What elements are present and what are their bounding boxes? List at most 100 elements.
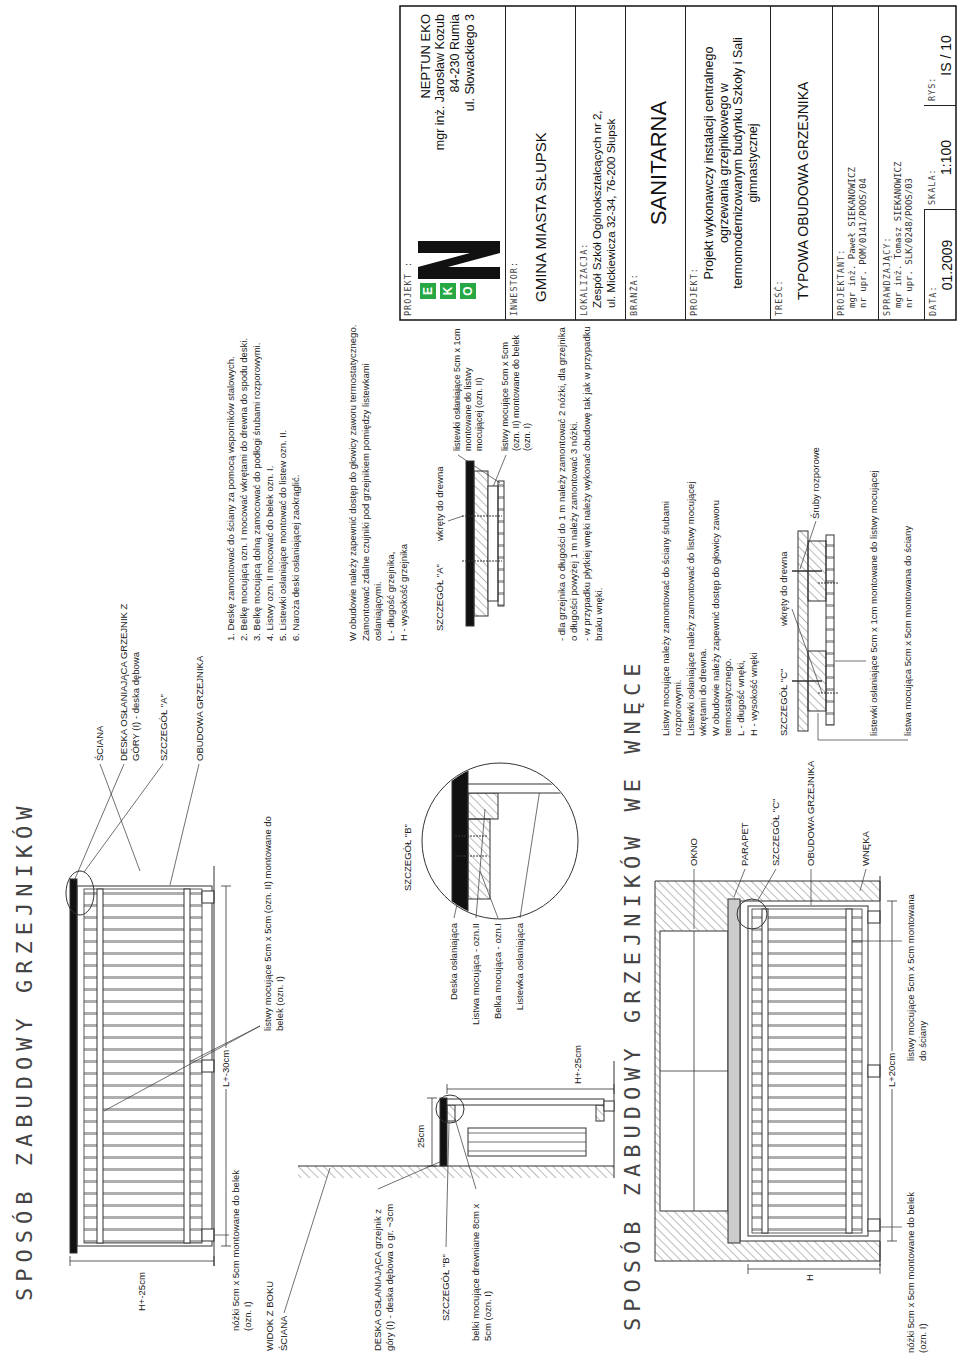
field-caption: RYS:: [924, 6, 938, 105]
front-view-radiator-part: [202, 1060, 214, 1072]
front-view-radiator-part: [202, 891, 214, 903]
title-block-cell: DATA:01.2009: [924, 210, 956, 320]
field-value: mgr inż. Paweł SIEKANOWICZ: [847, 6, 858, 308]
field-value: mgr inż. Tomasz SIEKANOWICZ: [893, 6, 904, 308]
logo-letter: O: [460, 283, 476, 299]
niche-front-view-part: [762, 909, 768, 1233]
front-view-radiator-part: [70, 879, 77, 1253]
detail-a-part: [498, 481, 504, 606]
dimension-lines: [70, 886, 897, 1274]
title-block-cell: BRANŻA: SANITARNA: [625, 6, 685, 320]
detail-a-part: [466, 461, 474, 626]
niche-front-view-part: [752, 909, 862, 1233]
note: - w przypadku płytkiej wnęki należy wyko…: [581, 323, 605, 641]
niche-front-view-part: [846, 909, 852, 1233]
niche-front-view-part: [737, 899, 767, 929]
detail-b-part-part: [468, 784, 588, 793]
niche-front-view-part: [868, 1219, 880, 1231]
note-block: W obudowie należy zapewnić dostęp do gło…: [347, 323, 411, 641]
side-view-part: [447, 1099, 604, 1105]
title-block-cell: PROJEKTANT:mgr inż. Paweł SIEKANOWICZnr …: [832, 6, 878, 320]
detail-b-part-part: [468, 819, 490, 899]
note: 6. Naroża deski osłaniającej zaokrąglić.: [290, 323, 302, 641]
annotation: listewki osłaniające 5cm x 1cm montowane…: [452, 326, 485, 451]
field-caption: SPRAWDZAJĄCY:: [879, 6, 893, 320]
note: 4. Listwy ozn. II mocować do belek ozn. …: [264, 323, 276, 641]
annotation: listwy mocujące 5cm x 5cm montowana do ś…: [905, 881, 929, 1061]
title-block-cell: LOKALIZACJA:Zespół Szkół Ogólnokształcąc…: [575, 6, 625, 320]
logo-letter: K: [440, 283, 456, 299]
leader-lines: [74, 455, 908, 1313]
front-view-radiator-part: [66, 871, 94, 915]
annotation: WNĘKA: [860, 831, 872, 866]
note: Zamontować zdalne czujniki pod grzejniki…: [360, 323, 384, 641]
annotation: Belka mocująca - ozn.I: [492, 923, 504, 1061]
niche-front-view-part: [660, 931, 728, 1211]
title-block-cell: TREŚĆ: TYPOWA OBUDOWA GRZEJNIKA: [770, 6, 832, 320]
side-view-part: [436, 1095, 464, 1123]
note: Listwy mocujące należy zamontować do ści…: [660, 456, 684, 736]
annotation: listwa mocująca 5cm x 5cm montowana do ś…: [902, 466, 914, 736]
detail-a-part: [474, 471, 488, 616]
detail-c-part: [818, 583, 838, 693]
title-block-cell: PROJEKT:Projekt wykonawczy instalacji ce…: [685, 6, 770, 320]
title-block-frame: [400, 6, 956, 320]
note: 2. Belkę mocującą ozn. I mocować wkrętam…: [238, 323, 250, 641]
dimension: L+20cm: [886, 1051, 898, 1089]
company-logo-part: [460, 283, 476, 299]
note: H - wysokość wnęki: [748, 456, 760, 736]
title-block-cell: RYS:IS / 10: [924, 6, 956, 106]
note: L - długość wnęki,: [735, 456, 747, 736]
niche-front-view-part: [655, 881, 880, 1261]
field-value: 01.2009: [939, 210, 955, 320]
logo-letter: E: [420, 283, 436, 299]
company-logo-part: [420, 283, 436, 299]
dimension-lines-part: [427, 1098, 437, 1166]
side-view-part: [447, 1105, 455, 1121]
niche-front-view-part: [748, 906, 868, 1236]
field-caption: BRANŻA:: [626, 6, 640, 320]
annotation: wkręty do drewna: [778, 552, 790, 626]
field-caption: INWESTOR:: [506, 6, 520, 320]
field-caption: LOKALIZACJA:: [576, 6, 590, 320]
niche-front-view-part: [880, 876, 881, 1266]
field-value: Zespół Szkół Ogólnokształcących nr 2,: [590, 6, 604, 308]
dimension: 25cm: [415, 1125, 427, 1148]
field-value: 1:100: [938, 106, 954, 209]
company-logo: [418, 241, 500, 299]
annotation: wkręty do drewna: [434, 467, 446, 541]
front-view-radiator: [66, 866, 214, 1266]
field-caption: TREŚĆ:: [771, 6, 785, 320]
niche-front-view-part: [728, 899, 740, 1243]
note: - dla grzejnika o długości do 1 m należy…: [556, 323, 580, 641]
field-caption: PROJEKT:: [686, 6, 700, 320]
detail-c-part: [826, 535, 834, 725]
detail-title: SZCZEGÓŁ "A": [434, 564, 446, 631]
field-value: SANITARNA: [646, 6, 672, 320]
leader-lines-part: [284, 1168, 330, 1313]
annotation: belki mocujące drewniane 8cm x 5cm (ozn.…: [470, 1191, 494, 1341]
annotation: nóżki 5cm x 5cm montowane do belek (ozn.…: [905, 1178, 929, 1353]
side-view: [298, 1061, 614, 1178]
title-block-cell: PROJEKT :NEPTUN EKOmgr inż. Jarosław Koz…: [400, 6, 505, 320]
leader-lines-part: [448, 516, 463, 521]
field-value: TYPOWA OBUDOWA GRZEJNIKA: [795, 6, 812, 300]
field-caption: PROJEKTANT:: [833, 6, 847, 320]
front-view-radiator-part: [97, 889, 103, 1243]
field-value: 84-230 Rumia: [448, 6, 463, 320]
dimension: L+-30cm: [220, 1048, 232, 1089]
side-view-part: [440, 1098, 447, 1166]
dimension-lines-part: [887, 901, 897, 1241]
annotation: Deska osłaniająca: [448, 923, 460, 1061]
dimension-lines-part: [70, 1256, 214, 1266]
detail-b-part: [452, 751, 588, 921]
niche-front-view-part: [660, 931, 728, 1211]
side-view-part: [298, 1166, 614, 1167]
side-view-part: [298, 1166, 614, 1178]
leader-lines-part: [215, 1235, 229, 1236]
dimension: H+-25cm: [136, 1272, 148, 1311]
annotation: OKNO: [688, 838, 700, 866]
annotation: listwy mocujące 5cm x 5cm (ozn. II) mont…: [262, 801, 286, 1031]
